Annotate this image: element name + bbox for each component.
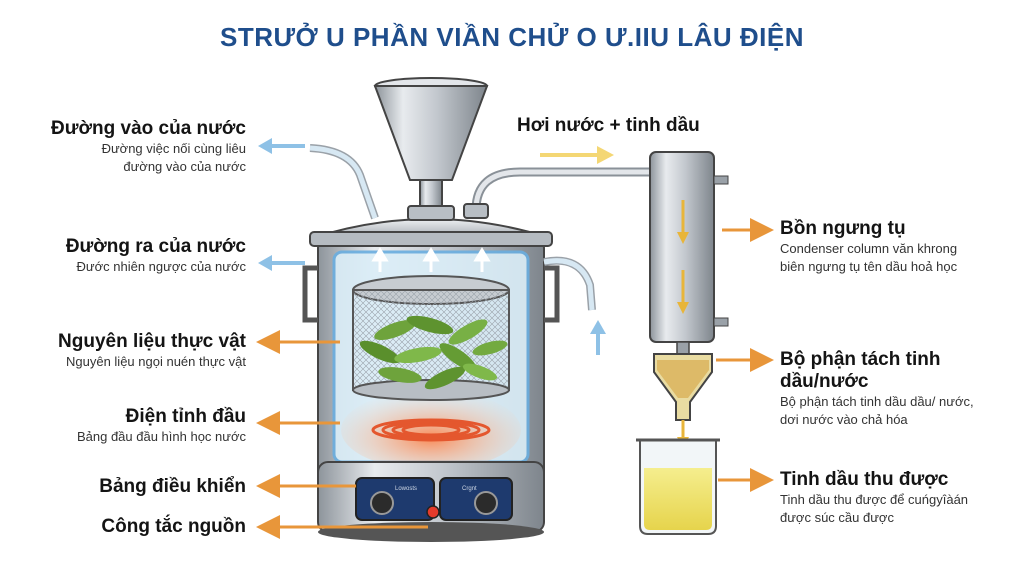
label-water-inlet: Đường vào của nước Đường việc nối cùng l… [20,118,246,176]
label-water-outlet-heading: Đường ra của nước [65,236,246,257]
label-collected-oil-heading: Tinh dầu thu được [780,469,949,490]
funnel [373,77,489,221]
label-collected-oil-sub1: Tinh dầu thu được để cuńgyîàán [780,492,969,507]
collection-beaker [636,438,720,535]
water-arrows [258,138,606,355]
label-vapor-heading: Hơi nước + tinh dầu [517,115,700,136]
label-condenser-sub2: biên ngưng tụ tên dầu hoả học [780,259,958,274]
label-separator-sub1: Bộ phận tách tinh dầu dầu/ nước, [780,394,974,409]
label-water-inlet-sub2: đường vào của nước [123,159,246,174]
label-plant-material: Nguyên liệu thực vật Nguyên liệu ngọi nu… [20,331,246,371]
label-condenser: Bồn ngưng tụ Condenser column văn khrong… [780,218,1018,276]
label-water-outlet: Đường ra của nước Đước nhiên ngược của n… [20,236,246,276]
heating-coil [371,418,491,442]
condenser-column [649,151,729,355]
label-power-switch: Công tắc nguồn [20,516,246,538]
label-collected-oil: Tinh dầu thu được Tinh dầu thu được để c… [780,469,1018,527]
panel-knob-left-label: Lowosts [395,486,417,492]
label-heating: Điện tỉnh đầu Bảng đầu đầu hình học nước [20,406,246,446]
label-heating-sub1: Bảng đầu đầu hình học nước [76,429,246,444]
label-power-switch-heading: Công tắc nguồn [101,516,246,537]
label-plant-material-sub1: Nguyên liệu ngọi nuén thực vật [66,354,246,369]
label-separator-heading: Bộ phận tách tinh dầu/nước [780,349,941,392]
label-water-inlet-sub1: Đường việc nối cùng liêu [101,141,246,156]
callout-arrows [256,218,774,539]
label-separator-sub2: dơi nước vào chả hóa [780,412,908,427]
label-plant-material-heading: Nguyên liệu thực vật [58,331,246,352]
vapor-pipe [463,167,650,219]
plant-leaves [359,315,508,390]
label-control-panel: Bảng điều khiển [20,476,246,498]
label-vapor: Hơi nước + tinh dầu [517,115,737,137]
water-inlet-hose [309,144,379,220]
plant-basket [352,275,510,401]
panel-knob-right-label: Crgnt [462,486,477,492]
label-water-outlet-sub1: Đước nhiên ngược của nước [76,259,246,274]
label-control-panel-heading: Bảng điều khiển [99,476,246,497]
label-condenser-heading: Bồn ngưng tụ [780,218,906,239]
label-water-inlet-heading: Đường vào của nước [51,118,246,139]
label-heating-heading: Điện tỉnh đầu [125,406,246,427]
water-outlet-hose [543,256,596,311]
label-collected-oil-sub2: được súc cầu được [780,510,894,525]
label-separator: Bộ phận tách tinh dầu/nước Bộ phận tách … [780,349,1018,429]
label-condenser-sub1: Condenser column văn khrong [780,241,958,256]
separator-funnel [653,353,713,448]
diagram-title: STRƯỞ U PHẦN VIẦN CHỬ O Ư.IIU LÂU ĐIỆN [219,22,805,52]
vapor-arrow [540,146,614,164]
steam-arrows [371,247,491,272]
control-panel: Lowosts Crgnt [355,477,513,521]
